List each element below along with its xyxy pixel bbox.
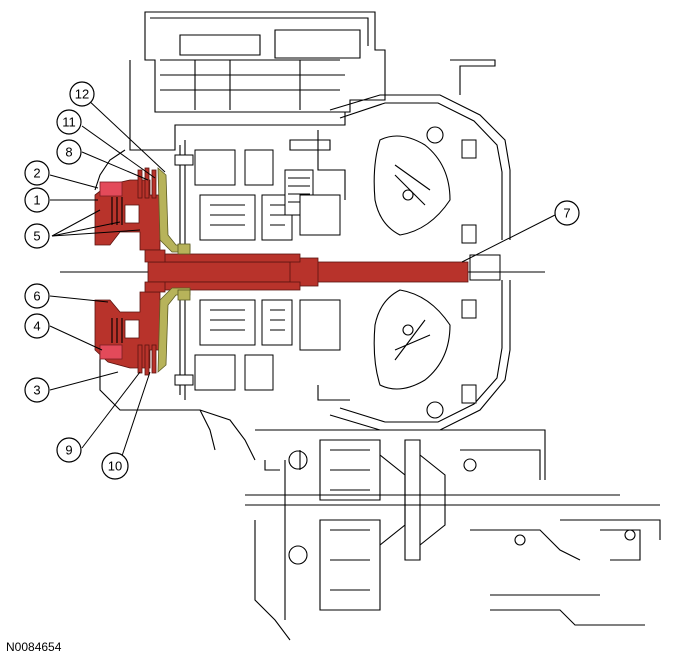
clutch-pack-olive xyxy=(157,167,191,373)
svg-text:2: 2 xyxy=(33,166,40,181)
svg-text:12: 12 xyxy=(75,87,89,102)
svg-text:1: 1 xyxy=(33,193,40,208)
callout-12: 12 xyxy=(69,81,95,107)
upper-piston xyxy=(99,181,123,197)
lower-piston xyxy=(99,344,123,360)
svg-text:11: 11 xyxy=(62,115,76,130)
leader-lines xyxy=(49,97,556,463)
svg-text:8: 8 xyxy=(65,145,72,160)
callout-9: 9 xyxy=(56,437,82,463)
svg-text:9: 9 xyxy=(65,443,72,458)
torque-converter xyxy=(373,126,501,419)
callout-5: 5 xyxy=(24,223,50,249)
figure-id-label: N0084654 xyxy=(6,640,62,654)
callout-8: 8 xyxy=(56,139,82,165)
callout-7: 7 xyxy=(554,200,580,226)
svg-text:7: 7 xyxy=(563,206,570,221)
callout-6: 6 xyxy=(24,283,50,309)
svg-text:5: 5 xyxy=(33,229,40,244)
callout-11: 11 xyxy=(56,109,82,135)
callout-4: 4 xyxy=(24,313,50,339)
svg-text:3: 3 xyxy=(33,383,40,398)
svg-text:10: 10 xyxy=(108,459,122,474)
svg-text:6: 6 xyxy=(33,289,40,304)
transmission-case xyxy=(94,11,661,641)
callout-1: 1 xyxy=(24,187,50,213)
callout-2: 2 xyxy=(24,160,50,186)
svg-text:4: 4 xyxy=(33,319,40,334)
callout-3: 3 xyxy=(24,377,50,403)
highlighted-input-shaft-assembly xyxy=(94,167,469,376)
callout-10: 10 xyxy=(101,452,129,480)
